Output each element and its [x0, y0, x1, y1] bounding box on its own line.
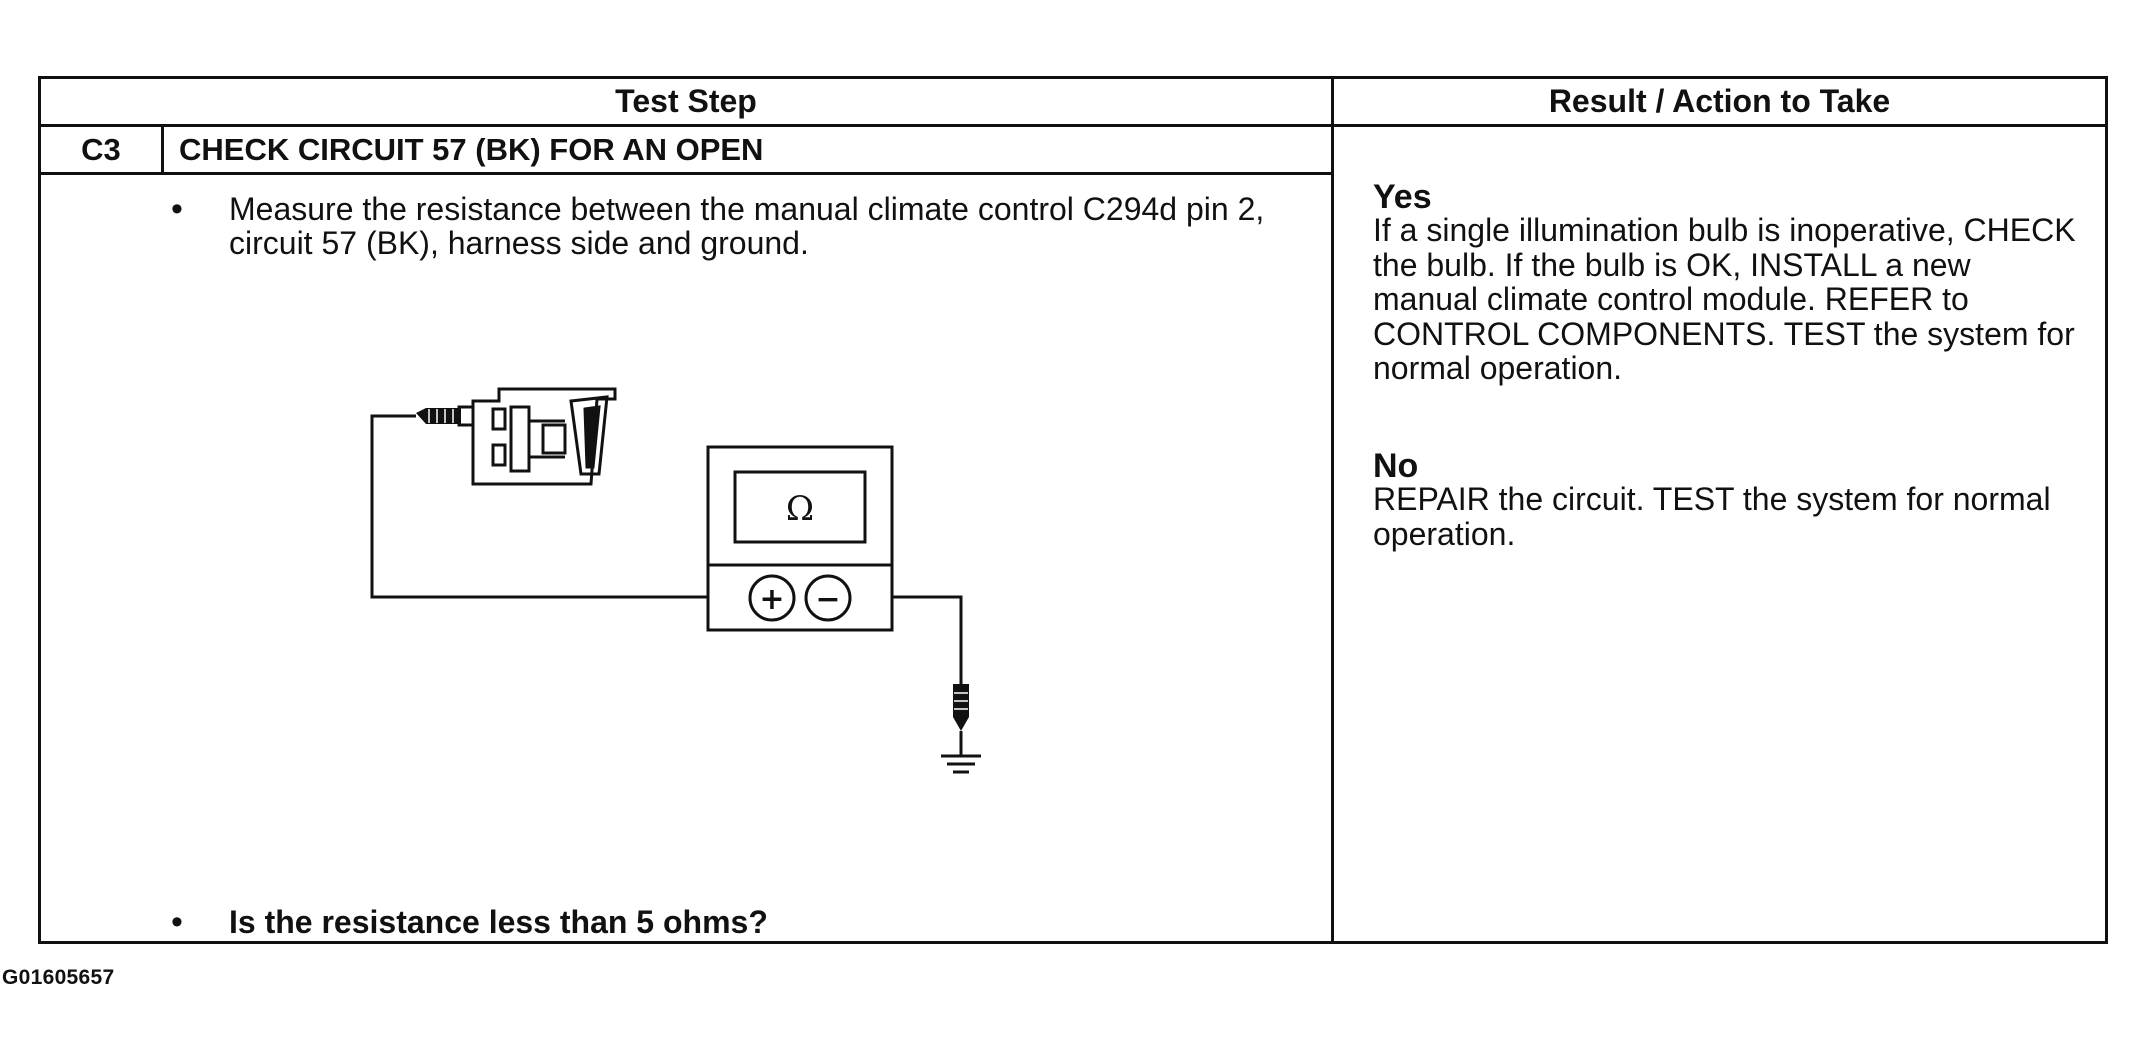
- ohm-symbol: Ω: [786, 489, 814, 529]
- diagnostic-table: Test Step Result / Action to Take C3 CHE…: [38, 76, 2108, 944]
- connector-icon: [457, 387, 617, 486]
- yes-label: Yes: [1373, 178, 1432, 216]
- step-id: C3: [81, 132, 121, 167]
- bullet-icon: •: [171, 190, 183, 228]
- plus-terminal-icon: +: [759, 582, 784, 617]
- test-lead-positive: [370, 414, 749, 599]
- ground-symbol-icon: [941, 754, 981, 774]
- circuit-diagram: Ω + −: [370, 387, 981, 774]
- header-test-step: Test Step: [615, 83, 757, 119]
- step-title-divider: [41, 172, 1331, 175]
- test-probe-icon: [416, 408, 461, 424]
- yes-action-text: If a single illumination bulb is inopera…: [1373, 212, 2076, 386]
- question-text: Is the resistance less than 5 ohms?: [229, 904, 768, 940]
- figure-id: G01605657: [2, 966, 115, 989]
- step-title: CHECK CIRCUIT 57 (BK) FOR AN OPEN: [179, 132, 764, 167]
- ohmmeter-icon: Ω + −: [706, 445, 894, 632]
- header-divider: [41, 124, 2105, 127]
- step-id-divider: [161, 124, 164, 172]
- column-divider: [1331, 79, 1334, 941]
- header-result-action: Result / Action to Take: [1548, 83, 1891, 119]
- ground-probe-icon: [953, 684, 969, 755]
- instruction-text: Measure the resistance between the manua…: [229, 191, 1265, 261]
- bullet-icon: •: [171, 903, 183, 941]
- minus-terminal-icon: −: [815, 582, 840, 617]
- no-label: No: [1373, 447, 1419, 485]
- no-action-text: REPAIR the circuit. TEST the system for …: [1373, 481, 2051, 552]
